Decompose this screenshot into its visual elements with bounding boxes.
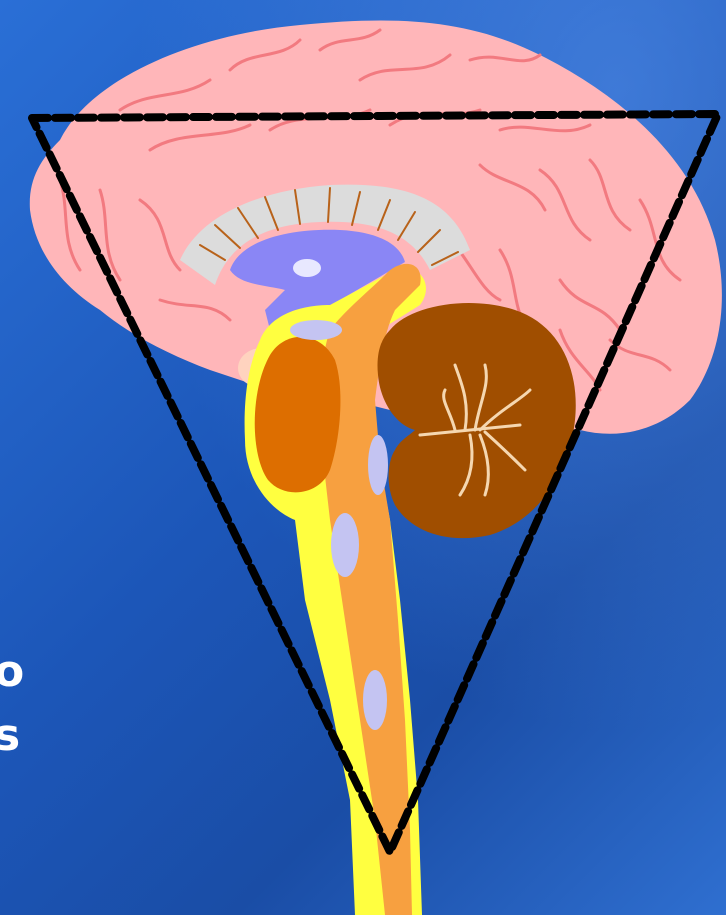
interventricular-foramen — [293, 259, 321, 277]
thalamus — [255, 337, 341, 493]
